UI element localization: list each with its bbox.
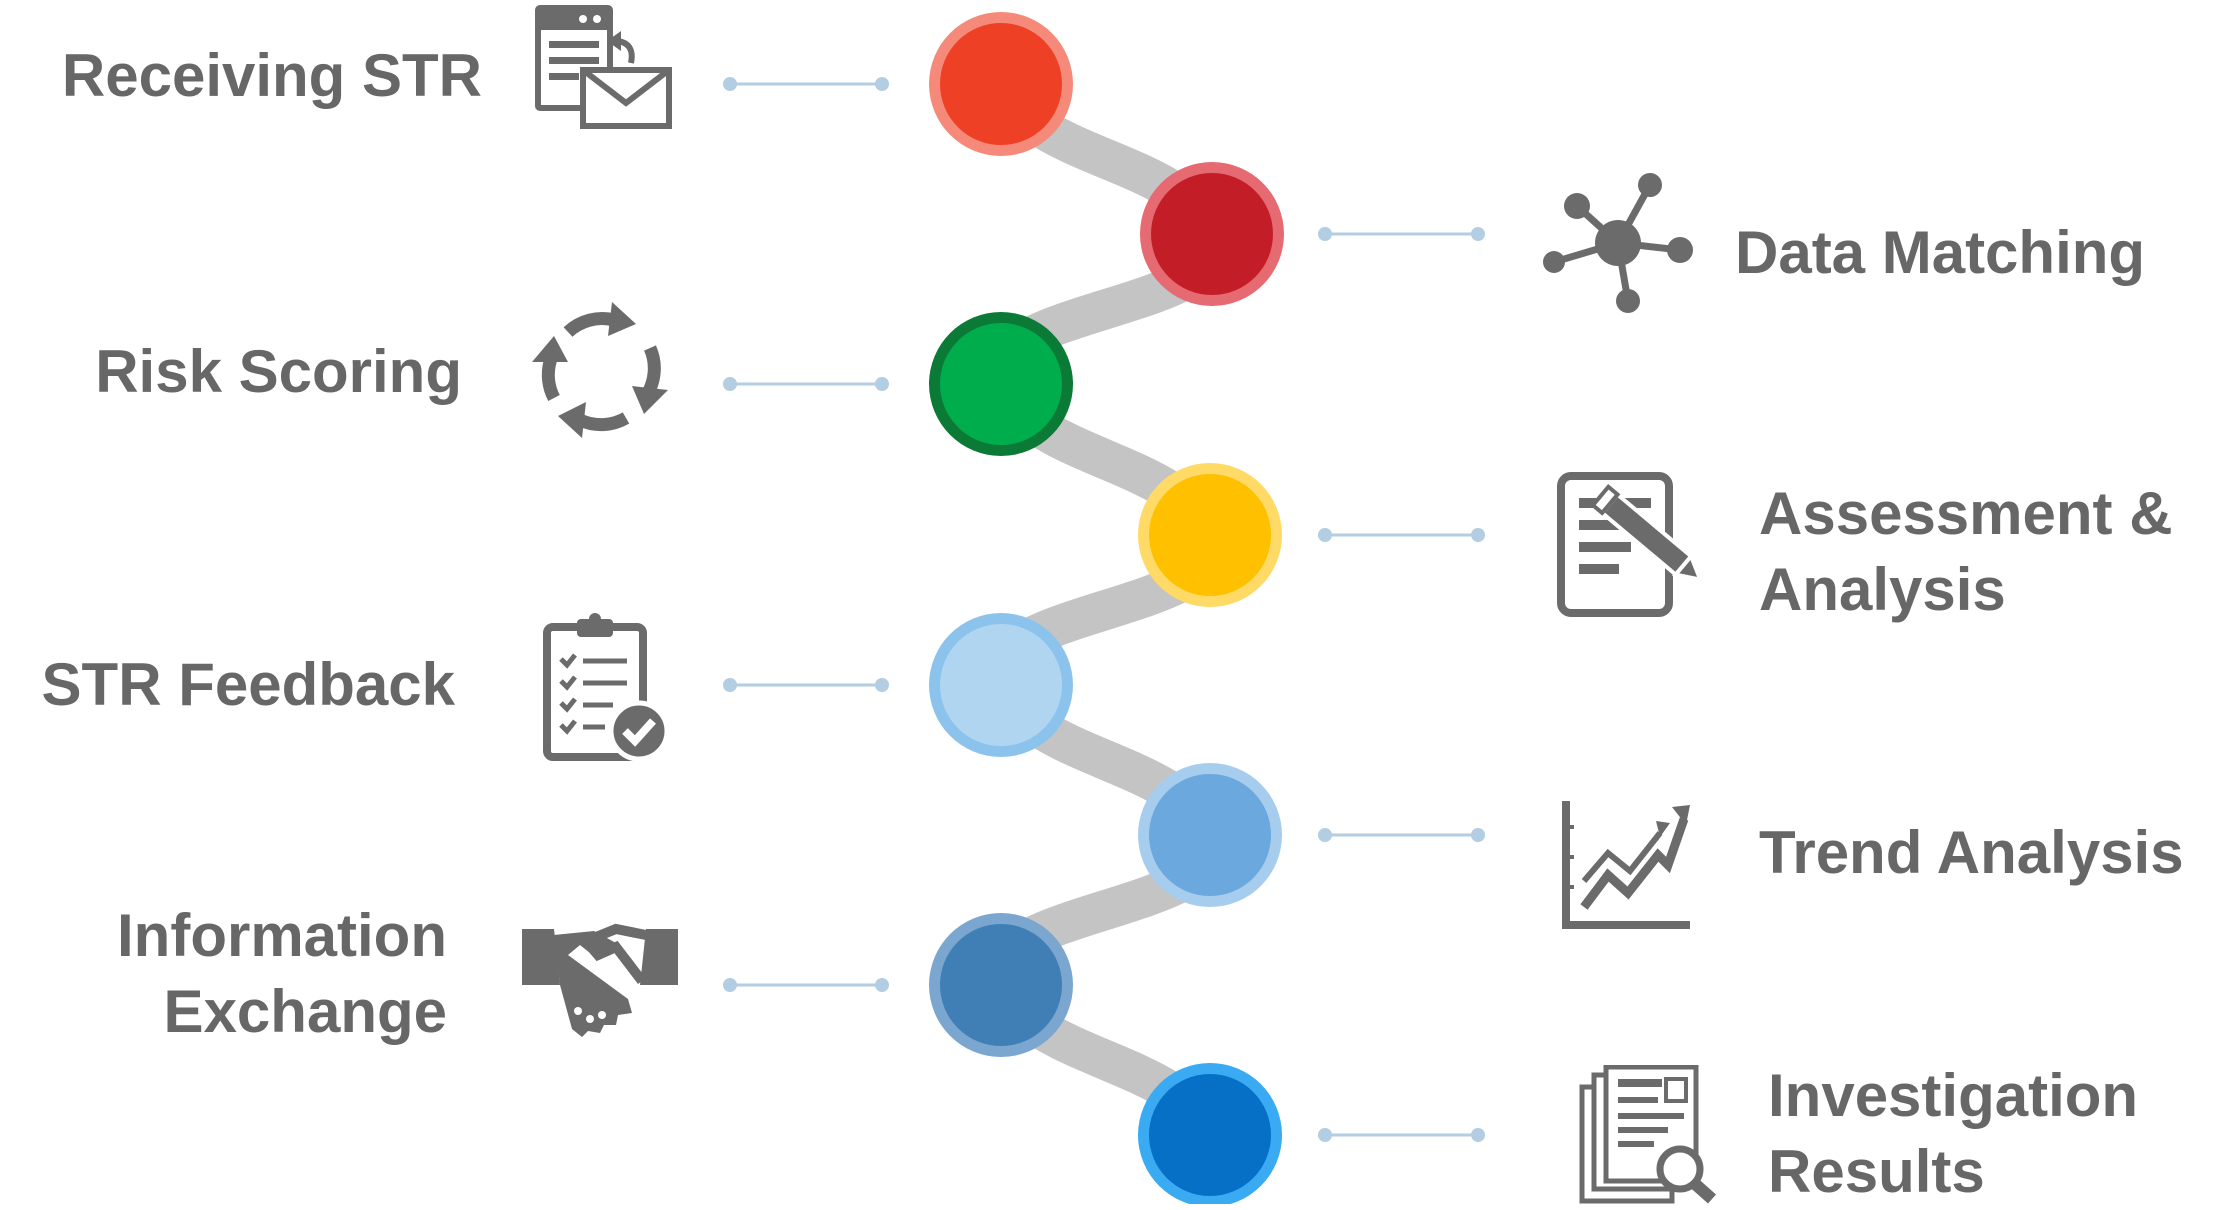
trend-chart-icon: [1560, 797, 1695, 932]
leader-dot-receiving-str-end: [875, 77, 889, 91]
step-label-assessment-analysis: Assessment & Analysis: [1759, 480, 2173, 623]
step-label-risk-scoring: Risk Scoring: [95, 338, 462, 405]
leader-dot-assessment-analysis-start: [1318, 528, 1332, 542]
step-label-investigation-results: Investigation Results: [1768, 1062, 2139, 1205]
leader-dot-assessment-analysis-end: [1471, 528, 1485, 542]
node-receiving-str: [940, 23, 1062, 145]
step-label-trend-analysis: Trend Analysis: [1759, 819, 2184, 886]
mail-document-icon: [535, 5, 675, 130]
clipboard-check-icon: [543, 613, 673, 763]
node-str-feedback: [940, 624, 1062, 746]
step-label-str-feedback: STR Feedback: [41, 651, 455, 718]
network-nodes-icon: [1540, 170, 1695, 315]
step-label-information-exchange: Information Exchange: [117, 902, 447, 1045]
leader-dot-str-feedback-end: [875, 678, 889, 692]
node-information-exchange: [940, 924, 1062, 1046]
leader-dot-risk-scoring-start: [723, 377, 737, 391]
node-trend-analysis: [1149, 774, 1271, 896]
step-label-receiving-str: Receiving STR: [61, 42, 482, 109]
handshake-icon: [520, 915, 680, 1040]
node-data-matching: [1151, 173, 1273, 295]
leader-dot-investigation-results-end: [1471, 1128, 1485, 1142]
step-nodes: [929, 12, 1284, 1204]
step-label-data-matching: Data Matching: [1735, 219, 2146, 286]
document-pencil-icon: [1557, 472, 1722, 617]
leader-dot-trend-analysis-start: [1318, 828, 1332, 842]
node-assessment-analysis: [1149, 474, 1271, 596]
leader-lines: [723, 77, 1485, 1142]
leader-dot-str-feedback-start: [723, 678, 737, 692]
node-risk-scoring: [940, 323, 1062, 445]
leader-dot-risk-scoring-end: [875, 377, 889, 391]
leader-dot-data-matching-end: [1471, 227, 1485, 241]
leader-dot-data-matching-start: [1318, 227, 1332, 241]
leader-dot-receiving-str-start: [723, 77, 737, 91]
refresh-cycle-icon: [528, 298, 673, 440]
node-investigation-results: [1149, 1074, 1271, 1196]
leader-dot-information-exchange-end: [875, 978, 889, 992]
leader-dot-information-exchange-start: [723, 978, 737, 992]
document-search-icon: [1568, 1065, 1718, 1204]
leader-dot-investigation-results-start: [1318, 1128, 1332, 1142]
leader-dot-trend-analysis-end: [1471, 828, 1485, 842]
